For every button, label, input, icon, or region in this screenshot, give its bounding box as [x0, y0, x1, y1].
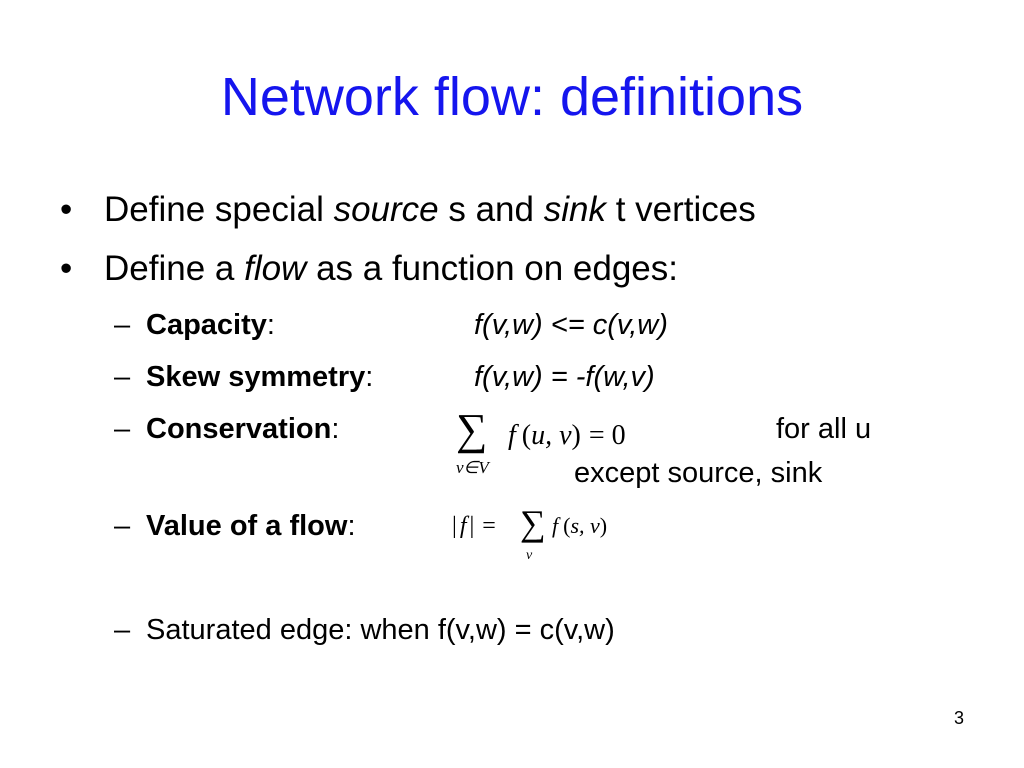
conservation-expression: f(u, v)= 0 [508, 420, 626, 452]
summation-subscript: v [526, 548, 533, 563]
saturated-edge-text: Saturated edge: when f(v,w) = c(v,w) [146, 614, 615, 646]
flow-abs-value: |f| = [452, 512, 496, 540]
summation-symbol: ∑ [456, 405, 488, 454]
skew-symmetry-formula: f(v,w) = -f(w,v) [474, 361, 655, 393]
bullet-marker: • [60, 249, 73, 288]
bullet-text-part: as a function on edges: [306, 249, 678, 288]
math-equals: = [482, 513, 496, 539]
math-paren: ( [563, 513, 571, 538]
math-args: u, v [531, 420, 572, 451]
conservation-note-line1: for all u [776, 413, 872, 445]
label-colon: : [347, 510, 356, 542]
sub-item-dash: – [114, 614, 131, 646]
term-flow: flow [244, 249, 307, 288]
label-colon: : [331, 413, 340, 445]
bullet-text: Define special source s and sink t verti… [104, 188, 756, 232]
bullet-text-part: Define special [104, 190, 334, 229]
bullet-text-part: t vertices [605, 190, 756, 229]
term-sink: sink [543, 190, 606, 229]
capacity-formula: f(v,w) <= c(v,w) [474, 309, 668, 341]
conservation-note-line2: except source, sink [574, 457, 823, 489]
bullet-marker: • [60, 190, 73, 229]
math-abs-bar: | [469, 513, 475, 539]
sub-item-label: Capacity: [146, 307, 275, 343]
math-f: f [459, 513, 467, 539]
flow-value-equation: |f|= ∑ v f(s, v) [452, 504, 652, 568]
math-f: f [508, 420, 516, 451]
summation-symbol: ∑ [520, 503, 546, 543]
sub-item-dash: – [114, 510, 131, 542]
label-conservation: Conservation [146, 413, 332, 445]
label-value-of-flow: Value of a flow [146, 510, 348, 542]
sub-item-label: Conservation: [146, 411, 339, 447]
bullet-text-part: Define a [104, 249, 245, 288]
summation-subscript: v∈V [456, 458, 489, 477]
sub-item-dash: – [114, 309, 131, 341]
math-abs-bar: | [452, 513, 457, 539]
conservation-equation: ∑ v∈V f(u, v)= 0 [452, 408, 692, 484]
label-colon: : [266, 309, 275, 341]
term-source: source [333, 190, 439, 229]
bullet-text: Define a flow as a function on edges: [104, 247, 678, 291]
slide-title: Network flow: definitions [220, 67, 804, 127]
math-args: s, v [570, 513, 600, 538]
bullet-text-part: s and [438, 190, 544, 229]
math-paren: ) [599, 513, 608, 538]
math-paren: ( [521, 420, 532, 451]
flow-sum-expression: f(s, v) [552, 512, 607, 540]
sub-item-dash: – [114, 361, 131, 393]
label-capacity: Capacity [146, 309, 267, 341]
label-skew-symmetry: Skew symmetry [146, 361, 366, 393]
sub-item-dash: – [114, 413, 131, 445]
label-colon: : [365, 361, 374, 393]
math-f: f [552, 513, 559, 538]
sub-item-label: Value of a flow: [146, 508, 356, 544]
math-paren: ) [571, 420, 581, 451]
page-number: 3 [953, 708, 964, 728]
math-equals-zero: = 0 [588, 420, 626, 451]
sub-item-label: Skew symmetry: [146, 359, 373, 395]
